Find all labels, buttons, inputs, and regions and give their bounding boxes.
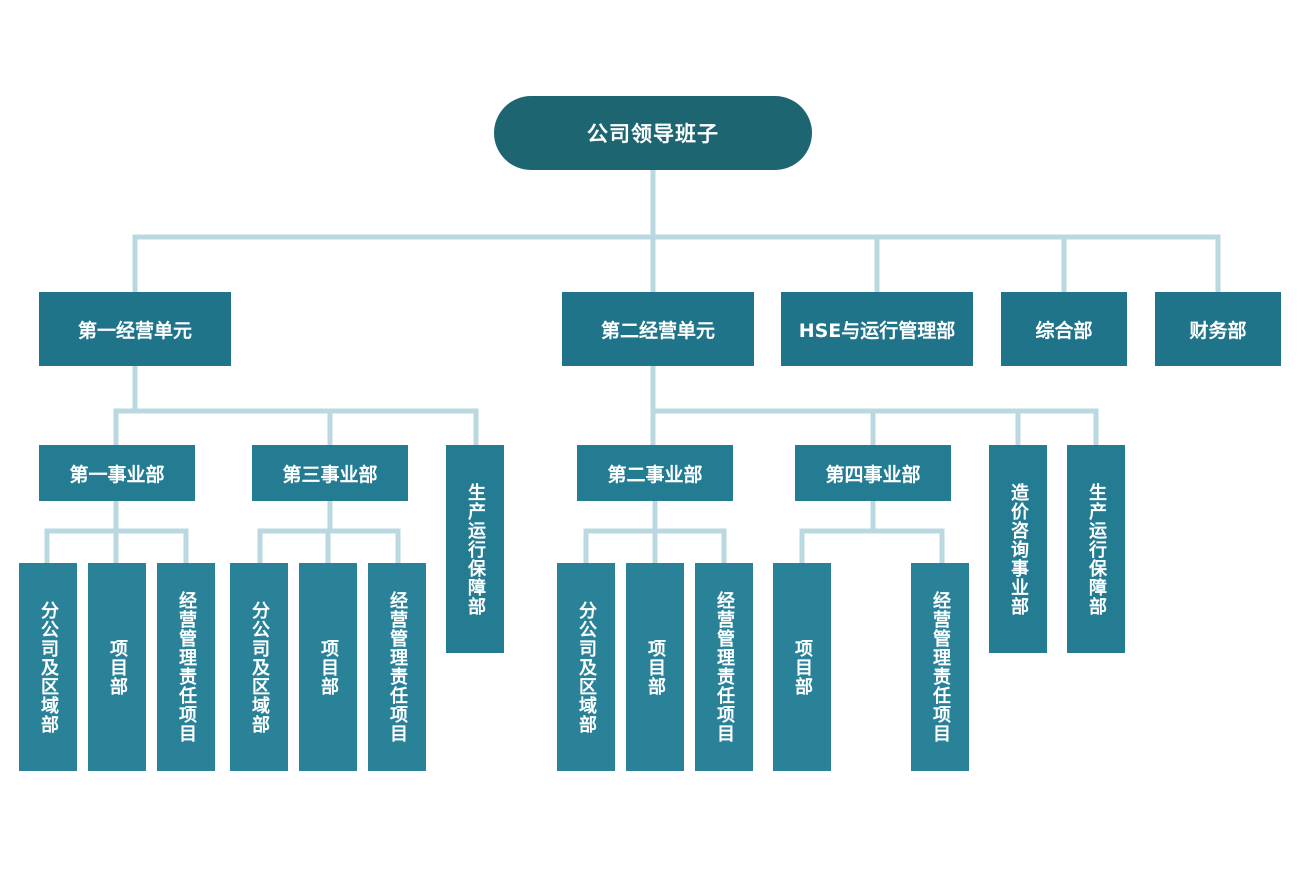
unit-label: 第二经营单元 (600, 319, 715, 342)
dept-label: 第四事业部 (825, 463, 921, 486)
dept-label: 造价咨询事业部 (1008, 482, 1029, 616)
unit-node-hse: HSE与运行管理部 (781, 292, 973, 366)
dept-label: 第二事业部 (607, 463, 703, 486)
unit-node-general: 综合部 (1001, 292, 1127, 366)
unit-label: 财务部 (1189, 319, 1247, 342)
leaf-node-branch: 分公司及区域部 (230, 563, 288, 771)
unit-label: 综合部 (1035, 319, 1093, 342)
leaf-node-responsibility: 经营管理责任项目 (157, 563, 215, 771)
dept-node-cost-consulting: 造价咨询事业部 (989, 445, 1047, 653)
root-node: 公司领导班子 (494, 96, 812, 170)
leaf-label: 项目部 (107, 638, 128, 696)
dept-node-production-2: 生产运行保障部 (1067, 445, 1125, 653)
leaf-node-project: 项目部 (88, 563, 146, 771)
leaf-label: 分公司及区域部 (38, 600, 59, 734)
unit-label: 第一经营单元 (77, 319, 192, 342)
connector-dept3 (257, 498, 401, 566)
dept-label: 第一事业部 (69, 463, 165, 486)
leaf-label: 经营管理责任项目 (387, 591, 408, 743)
connector-dept1 (44, 498, 189, 566)
leaf-label: 经营管理责任项目 (714, 591, 735, 743)
leaf-node-project: 项目部 (626, 563, 684, 771)
unit-label: HSE与运行管理部 (798, 319, 956, 342)
unit-node-finance: 财务部 (1155, 292, 1281, 366)
unit-node-second: 第二经营单元 (562, 292, 754, 366)
leaf-label: 项目部 (645, 638, 666, 696)
leaf-node-branch: 分公司及区域部 (557, 563, 615, 771)
leaf-label: 项目部 (792, 638, 813, 696)
leaf-label: 经营管理责任项目 (930, 591, 951, 743)
unit-node-first: 第一经营单元 (39, 292, 231, 366)
connector-unit1 (113, 363, 479, 448)
dept-node-second: 第二事业部 (577, 445, 733, 501)
leaf-node-responsibility: 经营管理责任项目 (368, 563, 426, 771)
leaf-label: 项目部 (318, 638, 339, 696)
leaf-node-branch: 分公司及区域部 (19, 563, 77, 771)
dept-label: 生产运行保障部 (465, 482, 486, 616)
dept-node-third: 第三事业部 (252, 445, 408, 501)
connector-root (132, 167, 1221, 295)
connector-dept4 (799, 498, 945, 566)
leaf-label: 分公司及区域部 (249, 600, 270, 734)
leaf-node-project: 项目部 (773, 563, 831, 771)
connector-dept2 (583, 498, 727, 566)
dept-node-first: 第一事业部 (39, 445, 195, 501)
leaf-label: 分公司及区域部 (576, 600, 597, 734)
leaf-node-responsibility: 经营管理责任项目 (911, 563, 969, 771)
dept-label: 第三事业部 (282, 463, 378, 486)
connector-unit2 (650, 363, 1099, 448)
leaf-node-project: 项目部 (299, 563, 357, 771)
dept-node-fourth: 第四事业部 (795, 445, 951, 501)
root-label: 公司领导班子 (587, 122, 719, 146)
dept-node-production-1: 生产运行保障部 (446, 445, 504, 653)
dept-label: 生产运行保障部 (1086, 482, 1107, 616)
leaf-label: 经营管理责任项目 (176, 591, 197, 743)
leaf-node-responsibility: 经营管理责任项目 (695, 563, 753, 771)
